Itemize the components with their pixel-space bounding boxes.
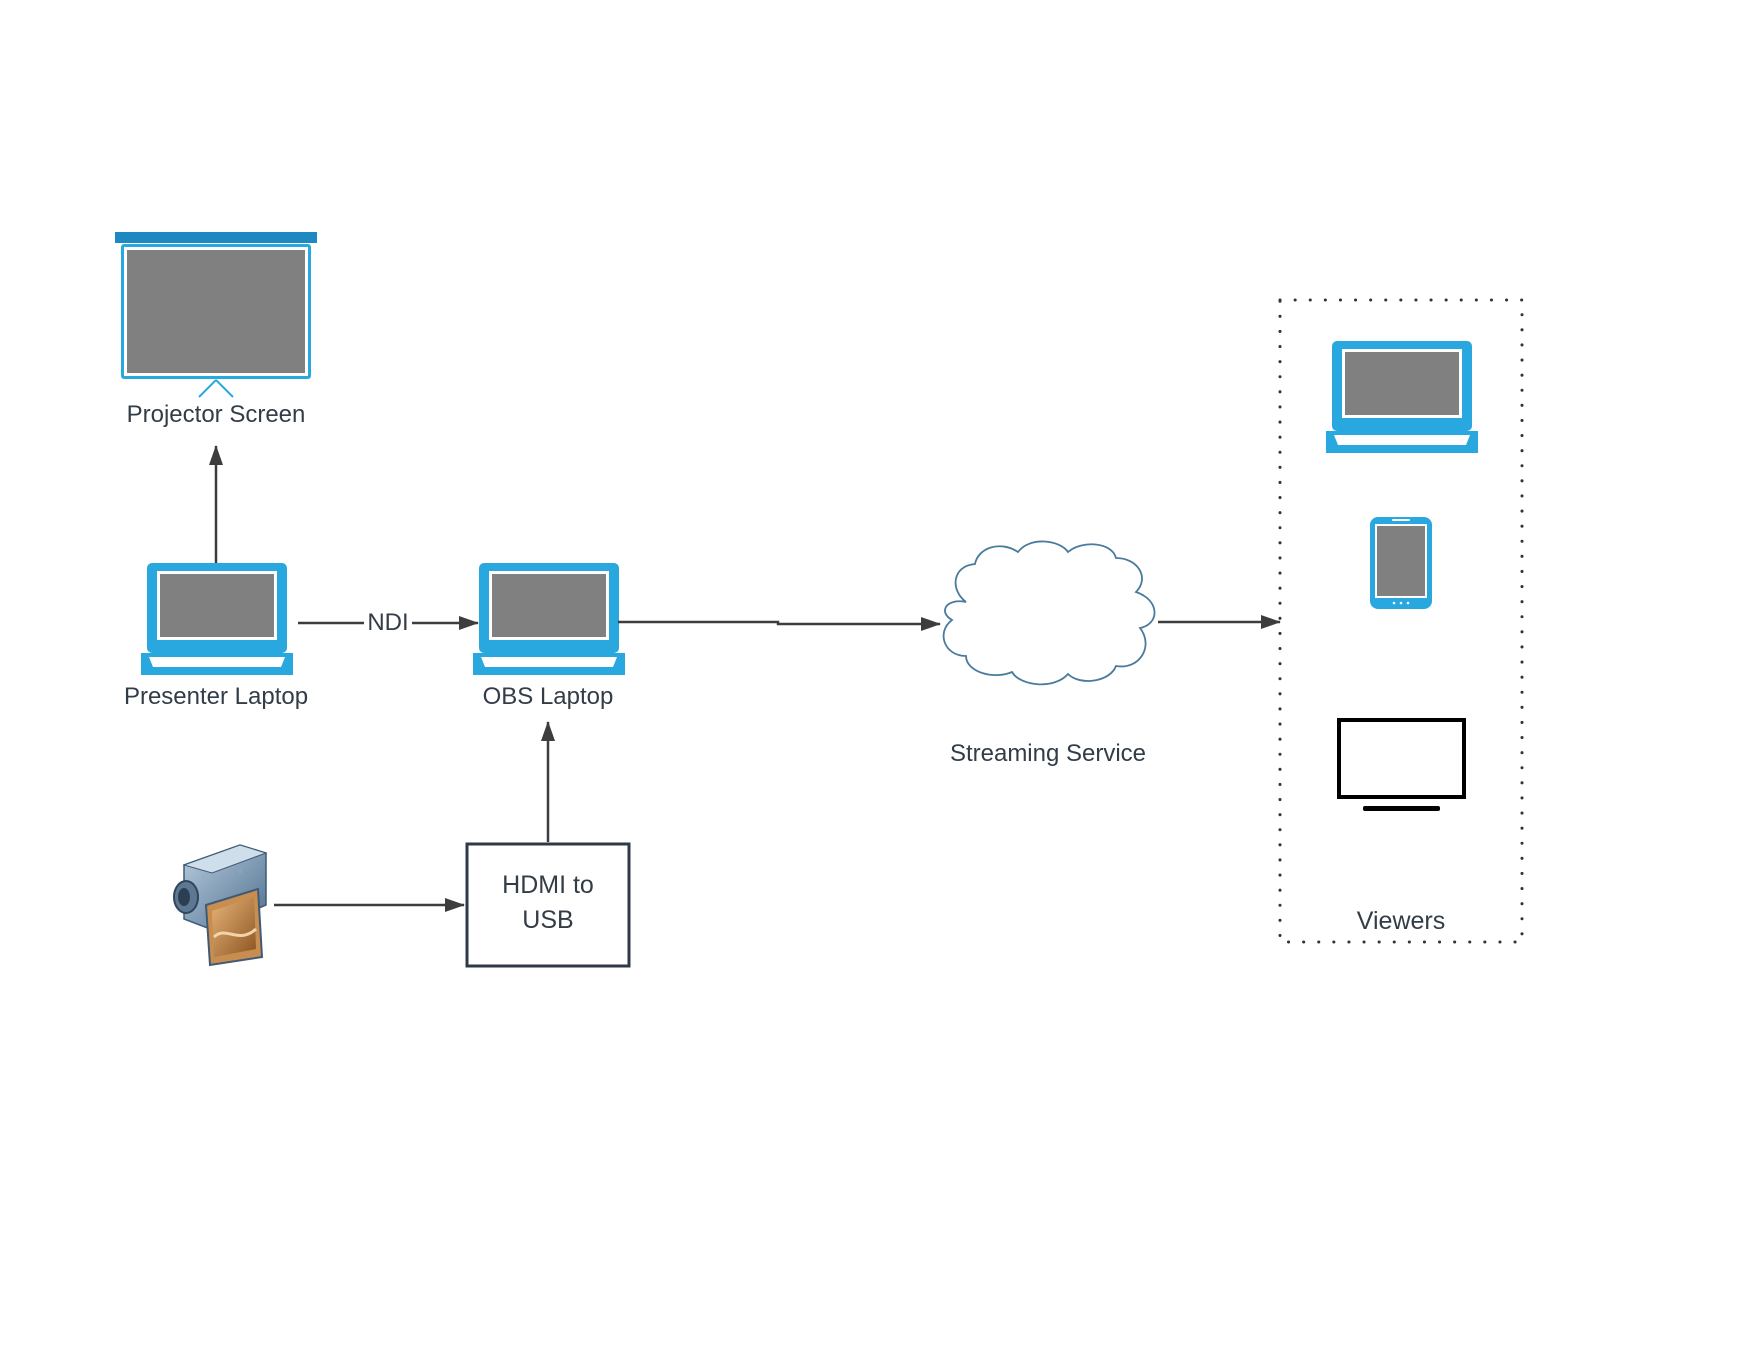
obs-laptop-icon (473, 563, 625, 675)
hdmi-to-usb-box (465, 842, 631, 968)
viewers-label: Viewers (1357, 907, 1445, 935)
viewer-tv-icon (1337, 718, 1466, 811)
streaming-service-cloud-icon (942, 540, 1156, 686)
projector-screen-icon (115, 232, 317, 398)
viewer-laptop-icon (1326, 341, 1478, 453)
presenter-laptop-label: Presenter Laptop (124, 683, 308, 710)
camcorder-icon (173, 844, 268, 967)
hdmi-to-usb-label-line1: HDMI to (502, 871, 594, 899)
presenter-laptop-icon (141, 563, 293, 675)
arrow-obs-to-streaming (618, 617, 941, 631)
viewers-group-border (1278, 298, 1524, 944)
obs-laptop-label: OBS Laptop (483, 683, 614, 710)
ndi-edge-label: NDI (367, 609, 408, 636)
viewer-tablet-icon (1370, 517, 1432, 609)
streaming-service-label: Streaming Service (950, 740, 1146, 767)
hdmi-to-usb-label-line2: USB (522, 906, 573, 934)
projector-screen-label: Projector Screen (127, 401, 306, 428)
